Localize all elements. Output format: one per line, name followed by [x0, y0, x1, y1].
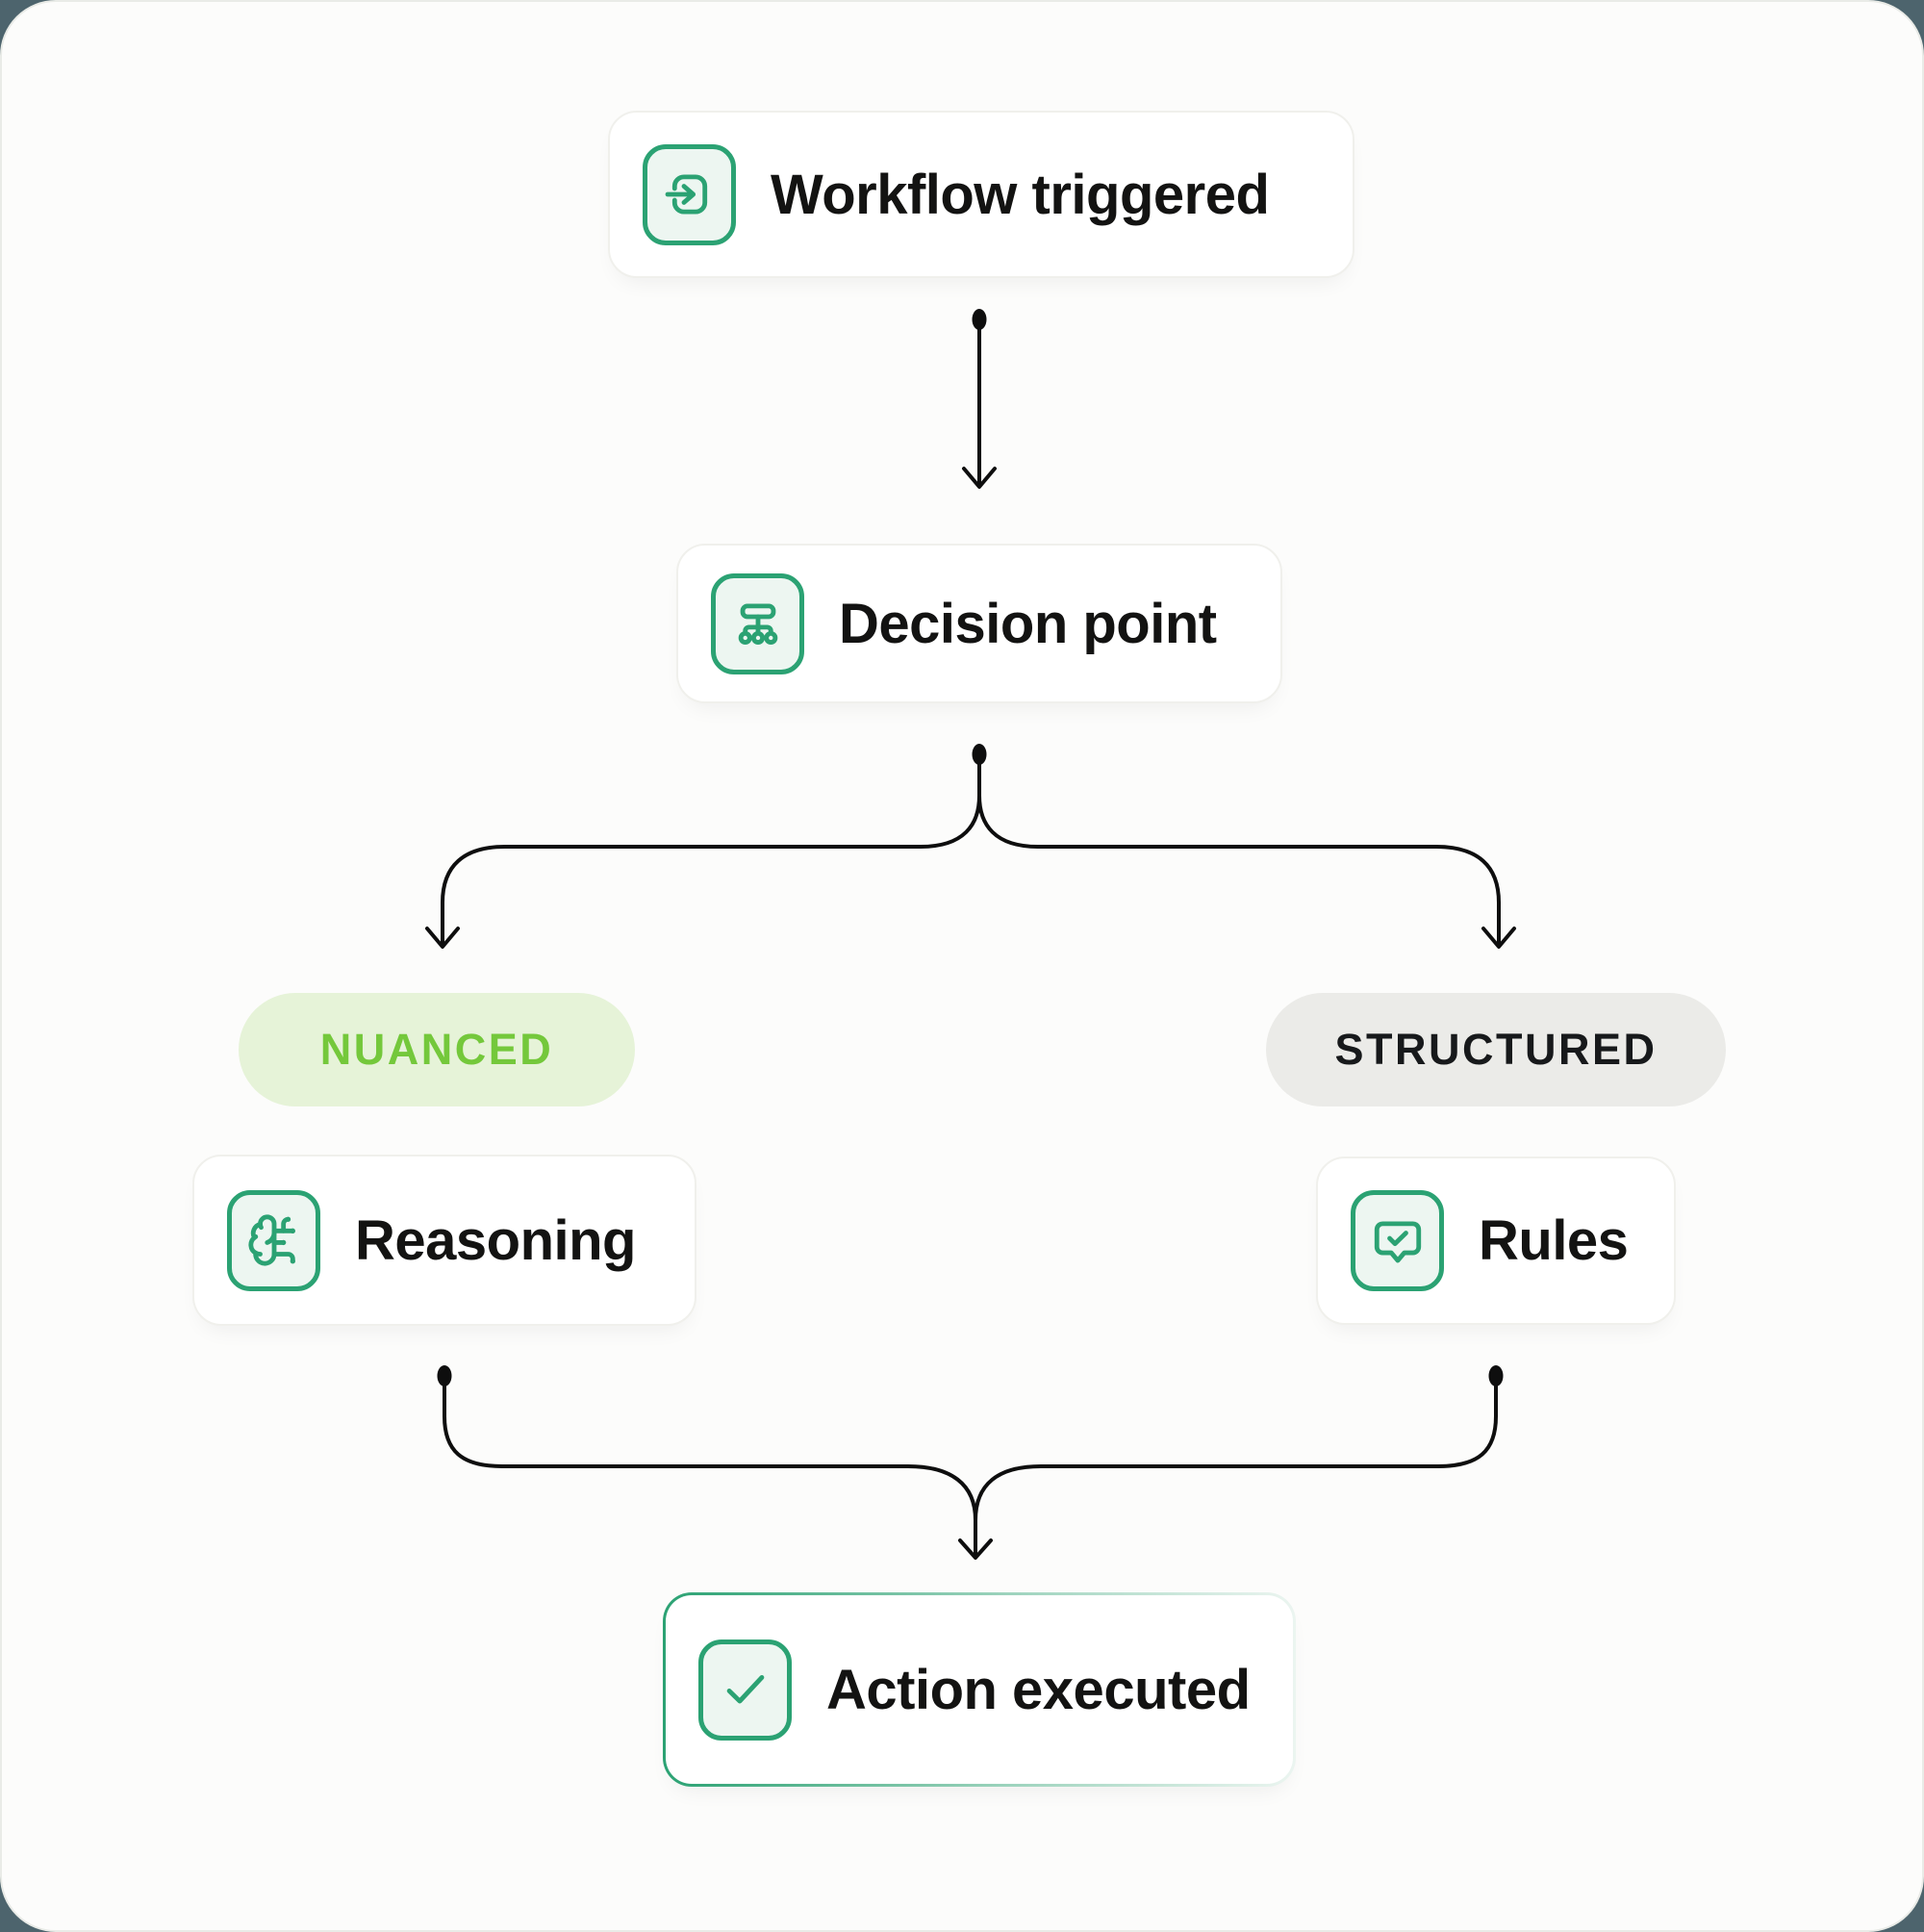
arrow-start-to-decision: [962, 309, 997, 489]
merge-connector: [437, 1365, 1504, 1560]
node-label: Decision point: [839, 592, 1217, 655]
pill-text: NUANCED: [319, 1025, 554, 1074]
pill-text: STRUCTURED: [1334, 1025, 1658, 1074]
login-icon: [643, 143, 736, 245]
brain-circuit-icon: [227, 1189, 320, 1291]
node-workflow-triggered: Workflow triggered: [608, 111, 1354, 278]
node-decision-point: Decision point: [676, 544, 1282, 703]
node-label: Workflow triggered: [771, 163, 1270, 226]
node-label: Action executed: [826, 1658, 1251, 1721]
node-label: Rules: [1479, 1209, 1629, 1272]
node-label: Reasoning: [355, 1208, 637, 1272]
node-rules: Rules: [1316, 1157, 1676, 1325]
action-node-inner: Action executed: [666, 1595, 1293, 1784]
check-icon: [698, 1639, 792, 1741]
branch-label-structured: STRUCTURED: [1266, 993, 1726, 1106]
sitemap-icon: [711, 572, 804, 674]
message-check-icon: [1351, 1190, 1444, 1291]
branch-connector: [425, 744, 1516, 949]
branch-label-nuanced: NUANCED: [239, 993, 635, 1106]
node-action-executed: Action executed: [663, 1592, 1296, 1787]
node-reasoning: Reasoning: [192, 1155, 696, 1326]
